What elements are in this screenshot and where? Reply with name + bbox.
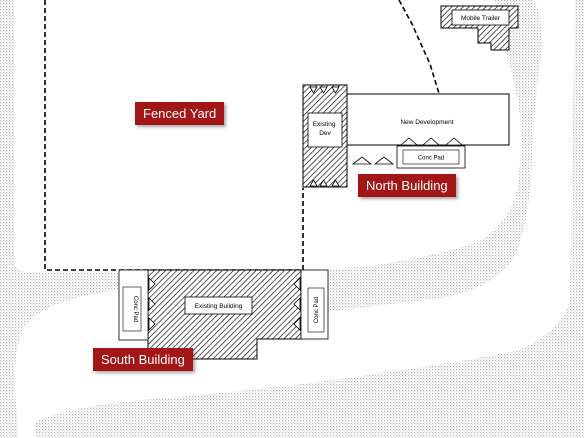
south-building-callout: South Building [93,348,193,371]
mobile-trailer: Mobile Trailer [440,5,519,51]
new-development-label: New Development [400,119,453,126]
fenced-yard-callout: Fenced Yard [135,102,225,125]
existing-dev-building: Existing Dev [302,84,348,188]
conc-pad-south-left: Conc Pad [118,269,149,341]
conc-pad-south-right-label: Conc Pad [314,297,320,323]
conc-pad-north-label: Conc Pad [418,156,444,162]
new-development-building: New Development [346,93,510,165]
conc-pad-south-right: Conc Pad [300,269,329,340]
existing-building-label: Existing Building [195,303,243,310]
conc-pad-south-left-label: Conc Pad [132,296,138,322]
north-building-callout: North Building [358,174,456,197]
conc-pad-north: Conc Pad [396,145,466,169]
fence-line [44,0,304,271]
fence-line-diagonal [398,0,442,101]
existing-dev-label: Existing Dev [313,121,338,137]
mobile-trailer-label: Mobile Trailer [461,15,501,22]
existing-building: Existing Building [147,269,302,360]
